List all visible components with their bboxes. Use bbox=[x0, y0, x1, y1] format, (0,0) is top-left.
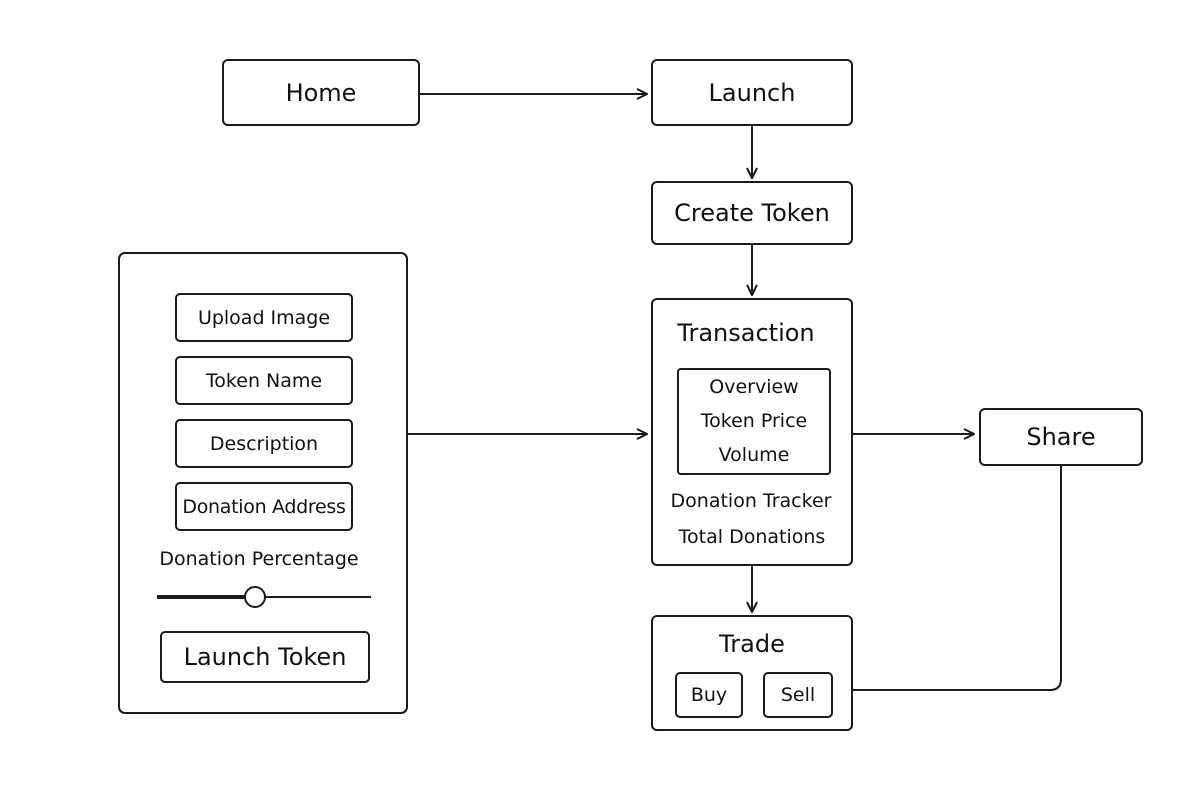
description-field[interactable]: Description bbox=[175, 419, 353, 468]
volume-label: Volume bbox=[718, 444, 790, 466]
launch-token-button[interactable]: Launch Token bbox=[160, 631, 370, 683]
buy-button-label: Buy bbox=[690, 684, 728, 706]
token-name-label: Token Name bbox=[205, 369, 323, 392]
trade-title: Trade bbox=[719, 630, 785, 658]
connector-trade-to-share bbox=[852, 466, 1062, 691]
transaction-overview-panel: Overview Token Price Volume bbox=[677, 368, 831, 475]
slider-thumb[interactable] bbox=[244, 586, 267, 608]
donation-address-label: Donation Address bbox=[182, 495, 346, 518]
description-label: Description bbox=[209, 432, 319, 455]
launch-token-label: Launch Token bbox=[183, 643, 347, 671]
upload-image-button[interactable]: Upload Image bbox=[175, 293, 353, 342]
token-form-panel: Upload Image Token Name Description Dona… bbox=[118, 252, 408, 714]
donation-address-field[interactable]: Donation Address bbox=[175, 482, 353, 531]
token-name-field[interactable]: Token Name bbox=[175, 356, 353, 405]
donation-tracker-label: Donation Tracker bbox=[670, 490, 832, 512]
sell-button-label: Sell bbox=[780, 684, 816, 706]
transaction-title: Transaction bbox=[677, 319, 815, 347]
overview-label: Overview bbox=[709, 376, 799, 398]
slider-fill bbox=[157, 595, 256, 599]
sell-button[interactable]: Sell bbox=[763, 672, 833, 718]
create-token-node-label: Create Token bbox=[674, 199, 830, 227]
launch-node-label: Launch bbox=[708, 78, 796, 107]
donation-percentage-slider[interactable] bbox=[157, 584, 371, 610]
buy-button[interactable]: Buy bbox=[675, 672, 743, 718]
transaction-node: Transaction Overview Token Price Volume … bbox=[651, 298, 853, 566]
donation-percentage-label: Donation Percentage bbox=[159, 548, 359, 570]
total-donations-label: Total Donations bbox=[678, 526, 826, 548]
trade-node: Trade Buy Sell bbox=[651, 615, 853, 731]
upload-image-label: Upload Image bbox=[197, 306, 331, 329]
launch-node[interactable]: Launch bbox=[651, 59, 853, 126]
token-price-label: Token Price bbox=[700, 410, 808, 432]
create-token-node[interactable]: Create Token bbox=[651, 181, 853, 245]
home-node-label: Home bbox=[285, 78, 357, 107]
share-node[interactable]: Share bbox=[979, 408, 1143, 466]
share-node-label: Share bbox=[1026, 423, 1096, 451]
home-node[interactable]: Home bbox=[222, 59, 420, 126]
